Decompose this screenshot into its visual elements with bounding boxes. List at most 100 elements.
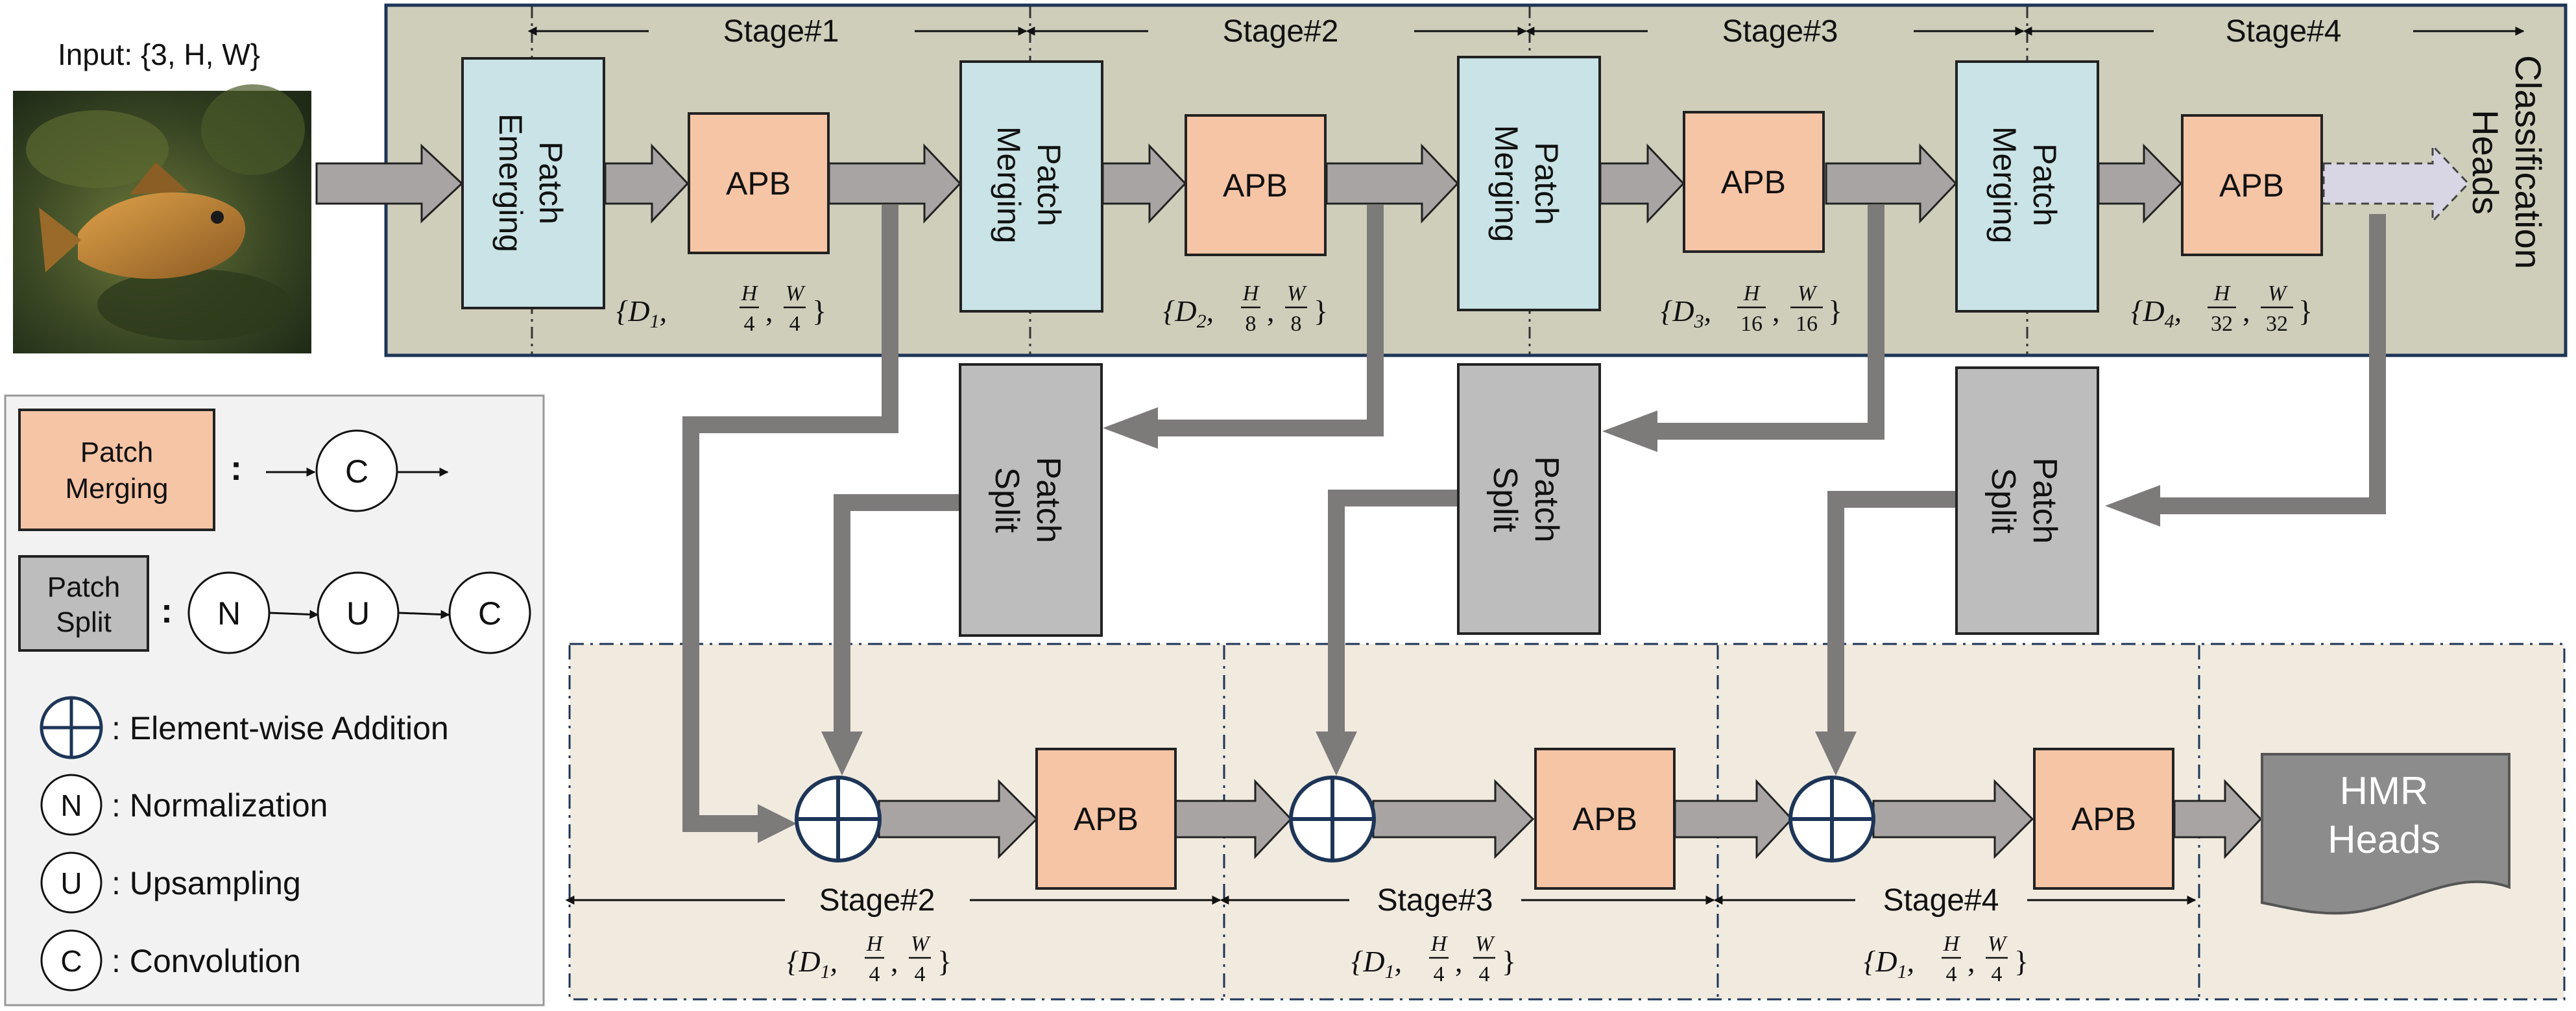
legend-patch-split: Patch Split : N U C (18, 555, 531, 654)
legend-upsampling-symbol: U (60, 866, 82, 900)
pipe-head-split-2 (1602, 410, 1657, 452)
pipe-apb4-to-split-3 (2157, 214, 2386, 514)
svg-text:4: 4 (915, 962, 926, 986)
hmr-heads-block: HMR Heads (2261, 753, 2510, 915)
pipe-head-add-1-left (758, 804, 797, 843)
patch-merging-2-label-1: Patch (1031, 143, 1067, 226)
arrow-apb-d1-to-add-2 (1174, 779, 1293, 859)
arrow-apb-d3-to-hmr (2173, 779, 2263, 859)
svg-text:,: , (1772, 294, 1780, 327)
svg-text:W: W (2268, 281, 2288, 305)
svg-text:W: W (1475, 932, 1495, 956)
svg-text:,: , (2243, 294, 2250, 327)
svg-text:W: W (1798, 281, 1818, 305)
encoder-stage-4-label: Stage#4 (2226, 14, 2342, 49)
legend-normalization-text: : Normalization (112, 787, 328, 824)
svg-text:H: H (1430, 932, 1449, 956)
legend-patch-split-label-2: Split (56, 606, 112, 638)
svg-text:H: H (1943, 932, 1961, 956)
classification-heads-label-2: Heads (2465, 110, 2506, 215)
svg-text:8: 8 (1246, 312, 1257, 336)
add-circle-1 (795, 776, 882, 862)
patch-split-3-label-2: Split (1984, 468, 2022, 534)
decoder-dim-3: {D1, H 4 , W 4 } (1864, 932, 2028, 986)
svg-text:4: 4 (789, 312, 800, 336)
legend-item-upsampling: U : Upsampling (40, 851, 301, 914)
encoder-dim-3: {D3, H 16 , W 16 } (1661, 281, 1842, 336)
legend-split-u-label: U (346, 595, 370, 632)
apb-encoder-2-label: APB (1223, 167, 1288, 204)
patch-merging-block-3: Patch Merging (1457, 56, 1601, 311)
apb-decoder-3-label: APB (2071, 801, 2136, 837)
legend-normalization-symbol: N (60, 789, 82, 822)
patch-emerging-label-1: Patch (533, 141, 569, 224)
apb-decoder-2: APB (1534, 748, 1676, 890)
pipe-split-1-to-add-1 (834, 494, 960, 733)
legend-merging-c-label: C (345, 453, 368, 490)
apb-encoder-4: APB (2181, 114, 2323, 256)
pipe-head-split-3 (2105, 485, 2160, 527)
apb-decoder-3: APB (2033, 748, 2174, 890)
pipe-split-3-to-add-3 (1827, 491, 1958, 733)
patch-split-1-label-1: Patch (1029, 457, 1067, 543)
svg-text:4: 4 (1946, 962, 1957, 986)
encoder-stage-3-label: Stage#3 (1722, 14, 1838, 49)
svg-text:W: W (1988, 932, 2008, 956)
hmr-heads-label-1: HMR (2340, 769, 2429, 813)
pipe-split-2-to-add-2 (1328, 490, 1460, 733)
input-fish-image (13, 84, 311, 353)
svg-text:{D1,: {D1, (1351, 945, 1402, 982)
pipe-head-add-3-top (1815, 731, 1857, 776)
encoder-stage-2-label: Stage#2 (1223, 14, 1339, 49)
patch-emerging-label-2: Emerging (492, 113, 529, 252)
svg-text:{D2,: {D2, (1163, 294, 1214, 332)
arrow-apb-3-to-merging-4 (1825, 143, 1958, 224)
svg-text:,: , (1267, 294, 1275, 327)
svg-text:,: , (765, 294, 773, 327)
patch-merging-block-2: Patch Merging (959, 60, 1103, 313)
svg-text:{D1,: {D1, (787, 945, 837, 982)
pipe-head-split-1 (1103, 407, 1158, 449)
svg-text:16: 16 (1740, 312, 1763, 336)
patch-split-block-2: Patch Split (1457, 363, 1601, 635)
legend-convolution-symbol: C (60, 944, 82, 978)
arrow-merging-4-to-apb-4 (2097, 143, 2183, 224)
svg-text:W: W (1287, 281, 1307, 305)
decoder-stage-3-label: Stage#3 (1377, 883, 1493, 918)
svg-text:32: 32 (2211, 312, 2233, 336)
svg-text:}: } (1828, 294, 1842, 327)
apb-encoder-1: APB (688, 112, 830, 254)
svg-text:8: 8 (1291, 312, 1302, 336)
patch-merging-3-label-2: Merging (1488, 125, 1524, 243)
svg-text:4: 4 (869, 962, 880, 986)
patch-split-1-label-2: Split (988, 467, 1026, 533)
svg-text:4: 4 (1434, 962, 1445, 986)
legend-item-addition: : Element-wise Addition (40, 696, 449, 759)
add-circle-3 (1788, 776, 1875, 862)
arrow-merging-2-to-apb-2 (1101, 143, 1187, 224)
add-circle-2 (1289, 776, 1376, 862)
svg-text:{D1,: {D1, (616, 294, 667, 332)
hmr-heads-label-2: Heads (2328, 818, 2440, 861)
svg-text:{D4,: {D4, (2131, 294, 2182, 332)
svg-text:}: } (2298, 294, 2313, 327)
legend-addition-text: : Element-wise Addition (112, 710, 449, 746)
svg-text:,: , (891, 945, 898, 978)
encoder-dim-4: {D4, H 32 , W 32 } (2131, 281, 2313, 336)
svg-text:}: } (2014, 945, 2028, 978)
apb-decoder-1: APB (1035, 748, 1177, 890)
apb-encoder-1-label: APB (726, 165, 791, 202)
patch-split-3-label-1: Patch (2026, 458, 2064, 544)
patch-emerging-block: Patch Emerging (461, 57, 605, 309)
patch-split-2-label-1: Patch (1528, 457, 1565, 543)
svg-text:}: } (1502, 945, 1516, 978)
arrow-input-to-emerging (315, 143, 464, 224)
svg-text:}: } (1314, 294, 1328, 327)
svg-text:4: 4 (744, 312, 755, 336)
patch-split-2-label-2: Split (1486, 466, 1524, 532)
legend-item-normalization: N : Normalization (40, 774, 328, 836)
patch-merging-block-4: Patch Merging (1955, 60, 2099, 313)
encoder-stage-1-label: Stage#1 (723, 14, 839, 49)
pipe-head-add-2-top (1316, 731, 1357, 776)
